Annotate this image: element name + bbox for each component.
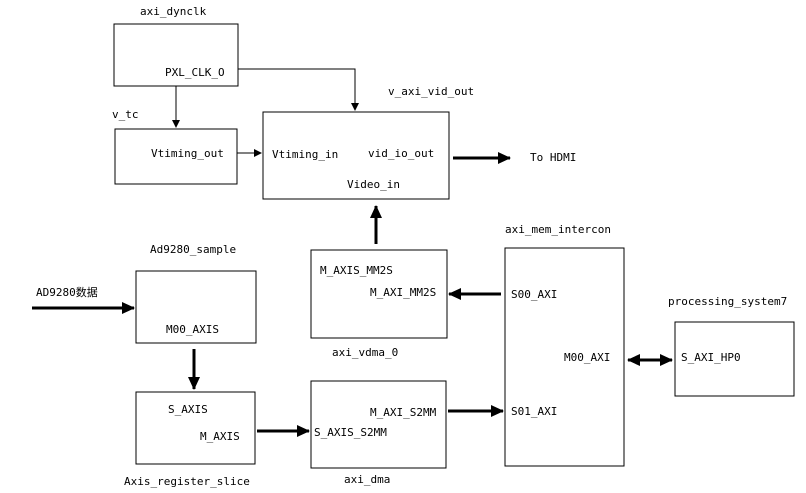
axi-mem-intercon-s00-axi-port: S00_AXI — [511, 288, 557, 301]
axis-register-slice-s-axis-port: S_AXIS — [168, 403, 208, 416]
axis-register-slice-title: Axis_register_slice — [124, 475, 250, 488]
axi-dynclk-pxl-clk-port: PXL_CLK_O — [165, 66, 225, 79]
axi-dynclk-block — [113, 23, 239, 87]
v-axi-vid-out-vtiming-in-port: Vtiming_in — [272, 148, 338, 161]
v-axi-vid-out-video-in-port: Video_in — [347, 178, 400, 191]
v-tc-block — [114, 128, 238, 185]
ad9280-input-label: AD9280数据 — [36, 285, 98, 299]
axi-mem-intercon-m00-axi-port: M00_AXI — [564, 351, 610, 364]
ad9280-sample-m00-axis-port: M00_AXIS — [166, 323, 219, 336]
hdmi-output-label: To HDMI — [530, 151, 576, 164]
v-tc-title: v_tc — [112, 108, 139, 121]
axi-mem-intercon-s01-axi-port: S01_AXI — [511, 405, 557, 418]
v-axi-vid-out-vid-io-out-port: vid_io_out — [368, 147, 434, 160]
v-axi-vid-out-title: v_axi_vid_out — [388, 85, 474, 98]
v-axi-vid-out-block — [262, 111, 450, 200]
axi-dma-title: axi_dma — [344, 473, 390, 486]
axi-mem-intercon-block — [504, 247, 625, 467]
axi-vdma-title: axi_vdma_0 — [332, 346, 398, 359]
processing-system-s-axi-hp0-port: S_AXI_HP0 — [681, 351, 741, 364]
axi-vdma-m-axis-mm2s-port: M_AXIS_MM2S — [320, 264, 393, 277]
axi-vdma-m-axi-mm2s-port: M_AXI_MM2S — [370, 286, 436, 299]
axi-vdma-block — [310, 249, 448, 339]
processing-system-block — [674, 321, 795, 397]
connector-dynclk-to-vidout — [238, 68, 359, 111]
axis-register-slice-block — [135, 391, 256, 465]
ad9280-sample-block — [135, 270, 257, 344]
axi-dma-m-axi-s2mm-port: M_AXI_S2MM — [370, 406, 437, 419]
axi-dynclk-title: axi_dynclk — [140, 5, 207, 18]
processing-system-title: processing_system7 — [668, 295, 787, 308]
axi-dma-s-axis-s2mm-port: S_AXIS_S2MM — [314, 426, 387, 439]
axi-mem-intercon-title: axi_mem_intercon — [505, 223, 611, 236]
axi-dma-block — [310, 380, 447, 469]
axis-register-slice-m-axis-port: M_AXIS — [200, 430, 240, 443]
ad9280-sample-title: Ad9280_sample — [150, 243, 236, 256]
v-tc-vtiming-out-port: Vtiming_out — [151, 147, 224, 160]
